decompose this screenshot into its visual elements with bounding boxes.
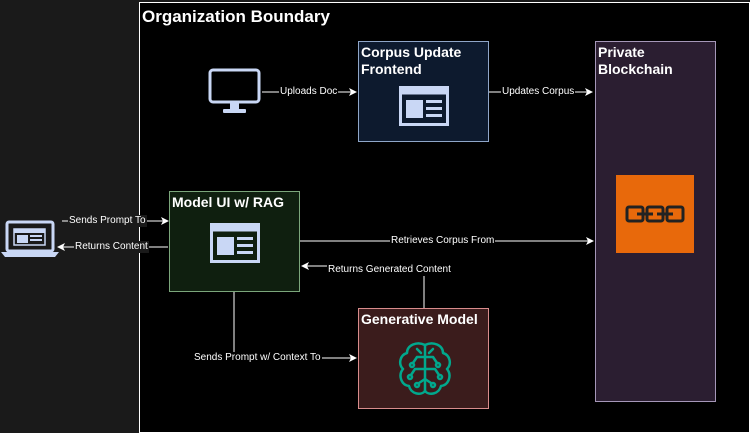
label-updates-corpus: Updates Corpus xyxy=(501,86,576,98)
blockchain-title: Private Blockchain xyxy=(598,44,673,78)
label-uploads-doc: Uploads Doc xyxy=(279,86,339,98)
blockchain-title-line1: Private xyxy=(598,44,645,60)
generative-model-node[interactable]: Generative Model xyxy=(358,308,489,409)
webpage-icon xyxy=(399,86,449,126)
ai-brain-icon xyxy=(398,342,452,395)
desktop-monitor-icon xyxy=(208,68,261,113)
model-ui-node[interactable]: Model UI w/ RAG xyxy=(169,191,300,292)
blockchain-icon-tile xyxy=(616,175,694,253)
corpus-frontend-title-line1: Corpus Update xyxy=(361,44,462,60)
label-returns-content: Returns Content xyxy=(74,241,149,253)
label-returns-generated-content: Returns Generated Content xyxy=(327,264,452,276)
private-blockchain-node[interactable]: Private Blockchain xyxy=(595,41,716,402)
boundary-title: Organization Boundary xyxy=(142,7,330,26)
label-retrieves-corpus-from: Retrieves Corpus From xyxy=(390,235,496,247)
corpus-update-frontend-node[interactable]: Corpus Update Frontend xyxy=(358,41,489,142)
generative-model-title: Generative Model xyxy=(361,311,478,327)
label-sends-prompt-to: Sends Prompt To xyxy=(68,215,147,227)
blockchain-chain-icon xyxy=(625,205,685,223)
webpage-icon xyxy=(210,223,260,263)
model-ui-title: Model UI w/ RAG xyxy=(172,194,284,210)
blockchain-title-line2: Blockchain xyxy=(598,61,673,77)
laptop-icon xyxy=(1,220,59,257)
corpus-frontend-title-line2: Frontend xyxy=(361,61,422,77)
edge-sends-prompt-context xyxy=(233,292,357,362)
label-sends-prompt-with-context: Sends Prompt w/ Context To xyxy=(193,352,322,364)
corpus-frontend-title: Corpus Update Frontend xyxy=(361,44,461,78)
